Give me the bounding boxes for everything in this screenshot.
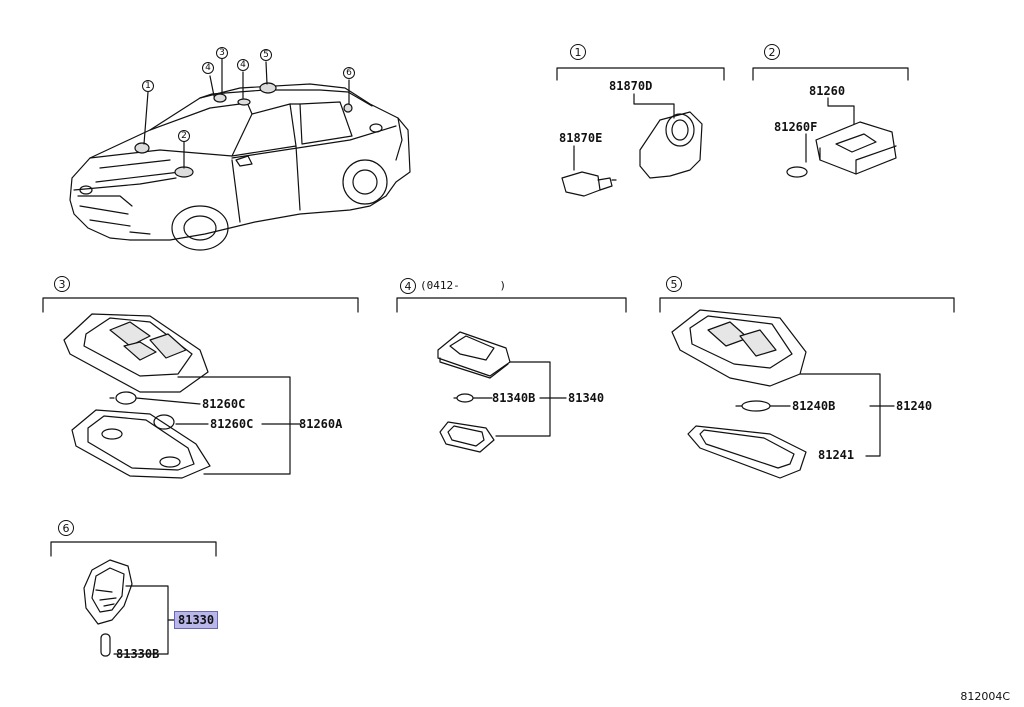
car-callout-6[interactable]: 6 — [343, 67, 355, 79]
part-81240[interactable]: 81240 — [896, 399, 933, 413]
section-4-date-range: (0412- ) — [420, 279, 507, 292]
car-callout-5[interactable]: 5 — [260, 49, 272, 61]
part-81260[interactable]: 81260 — [809, 84, 846, 98]
part-81330B[interactable]: 81330B — [116, 647, 160, 661]
diagram-code: 812004C — [960, 690, 1010, 703]
part-81870E[interactable]: 81870E — [559, 131, 603, 145]
part-81330-highlighted[interactable]: 81330 — [174, 611, 219, 629]
section-2-number: 2 — [764, 44, 780, 60]
car-illustration — [69, 57, 411, 251]
part-81260C-upper[interactable]: 81260C — [202, 397, 246, 411]
section-4-number: 4 — [400, 278, 416, 294]
section-3-number: 3 — [54, 276, 70, 292]
part-81260C-lower[interactable]: 81260C — [210, 417, 254, 431]
section-5-number: 5 — [666, 276, 682, 292]
part-81241[interactable]: 81241 — [818, 448, 855, 462]
part-81260A[interactable]: 81260A — [299, 417, 343, 431]
part-81240B[interactable]: 81240B — [792, 399, 836, 413]
section-1-number: 1 — [570, 44, 586, 60]
part-81340B[interactable]: 81340B — [492, 391, 536, 405]
section-6-number: 6 — [58, 520, 74, 536]
car-callout-1[interactable]: 1 — [142, 80, 154, 92]
part-81870D[interactable]: 81870D — [609, 79, 653, 93]
car-callout-4a[interactable]: 4 — [202, 62, 214, 74]
part-81260F[interactable]: 81260F — [774, 120, 818, 134]
part-81340[interactable]: 81340 — [568, 391, 605, 405]
car-callout-2[interactable]: 2 — [178, 130, 190, 142]
car-callout-4b[interactable]: 4 — [237, 59, 249, 71]
car-callout-3[interactable]: 3 — [216, 47, 228, 59]
